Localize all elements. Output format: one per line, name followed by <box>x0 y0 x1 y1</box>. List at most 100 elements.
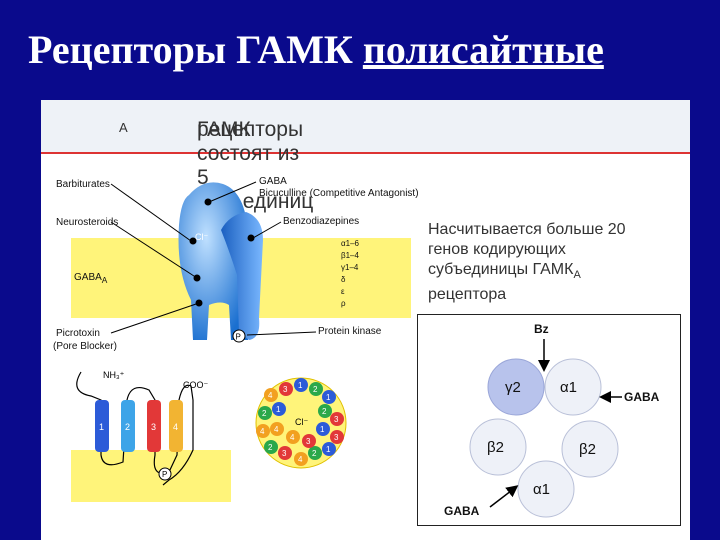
ring-helix-number-15: 4 <box>298 455 303 464</box>
slide-title: Рецепторы ГАМК полисайтные <box>28 26 604 73</box>
ring-helix-18 <box>286 430 300 444</box>
ring-helix-number-3: 2 <box>313 385 318 394</box>
ring-helix-3 <box>309 382 323 396</box>
ring-helix-16 <box>308 446 322 460</box>
subunit-family-4: ε <box>341 287 345 296</box>
ring-helix-number-9: 4 <box>260 427 265 436</box>
barbiturate-site-dot <box>189 237 197 245</box>
ring-helix-number-10: 4 <box>274 425 279 434</box>
subunit-family-5: ρ <box>341 299 346 308</box>
pore-blocker-label: (Pore Blocker) <box>53 341 117 352</box>
tm3-number: 3 <box>151 422 156 432</box>
ring-helix-number-11: 1 <box>320 425 325 434</box>
tm3-helix <box>147 400 161 452</box>
tm-p-label: P <box>162 470 167 479</box>
subunit-family-0: α1–6 <box>341 239 360 248</box>
gene-count-note: Насчитывается больше 20 генов кодирующих… <box>428 220 668 305</box>
gamma2-label: γ2 <box>505 379 521 396</box>
ring-helix-number-17: 1 <box>326 445 331 454</box>
ring-helix-number-7: 2 <box>322 407 327 416</box>
benzo-site-dot <box>247 234 255 242</box>
subunit-family-3: δ <box>341 275 346 284</box>
pentamer-box: γ2 α1 β2 β2 α1 Bz GABA GABA <box>417 314 681 526</box>
gaba-top-label: GABA <box>259 176 287 187</box>
ring-helix-4 <box>322 390 336 404</box>
ring-helix-number-14: 3 <box>282 449 287 458</box>
ring-helix-19 <box>302 434 316 448</box>
header-main: ГАМК <box>197 118 251 141</box>
ring-cl-label: Cl⁻ <box>295 417 308 427</box>
note-line-3-sub: A <box>573 269 581 282</box>
title-main: Рецепторы ГАМК <box>28 27 363 72</box>
ring-helix-8 <box>330 412 344 426</box>
ring-helix-number-6: 1 <box>276 405 281 414</box>
ring-helix-number-13: 2 <box>268 443 273 452</box>
gaba-left-label: GABA <box>444 504 480 518</box>
barbiturates-label: Barbiturates <box>56 179 110 190</box>
ring-helix-17 <box>322 442 336 456</box>
tm2-helix <box>121 400 135 452</box>
alpha1-upper-subunit <box>544 358 602 416</box>
gaba-left-arrow <box>489 485 519 508</box>
alpha1-upper-label: α1 <box>560 379 577 396</box>
tm1-number: 1 <box>99 422 104 432</box>
tm1-helix <box>95 400 109 452</box>
protein-kinase-label: Protein kinase <box>318 326 382 337</box>
gaba-right-label: GABA <box>624 390 660 404</box>
gamma2-subunit <box>487 358 545 416</box>
bz-label: Bz <box>534 322 549 336</box>
beta2-right-subunit <box>561 420 619 478</box>
membrane-lower <box>71 450 231 502</box>
ring-helix-7 <box>318 404 332 418</box>
gaba-site-dot <box>204 198 212 206</box>
beta2-left-subunit <box>469 418 527 476</box>
ring-helix-number-12: 3 <box>334 433 339 442</box>
ring-helix-13 <box>264 440 278 454</box>
gaba-a-label: GABAA <box>74 272 107 285</box>
gaba-a-main: GABA <box>74 272 102 283</box>
tm2-number: 2 <box>125 422 130 432</box>
note-line-4: рецептора <box>428 286 507 304</box>
ring-helix-12 <box>330 430 344 444</box>
ring-helix-11 <box>316 422 330 436</box>
ring-helix-14 <box>278 446 292 460</box>
tm-topology: 1 2 3 4 P NH₃⁺ COO⁻ <box>76 370 209 486</box>
ring-helix-number-8: 3 <box>334 415 339 424</box>
receptor-subunit-right <box>221 212 263 340</box>
tm4-number: 4 <box>173 422 178 432</box>
bicuculline-label: Bicuculline (Competitive Antagonist) <box>259 188 419 199</box>
note-line-3: субъединицы ГАМКA <box>428 260 668 285</box>
cl-label: Cl⁻ <box>195 232 208 242</box>
ring-helix-number-5: 2 <box>262 409 267 418</box>
gaba-a-sub: A <box>101 275 108 285</box>
note-line-1: Насчитывается больше 20 <box>428 221 626 238</box>
ring-helix-6 <box>272 402 286 416</box>
ring-helix-5 <box>258 406 272 420</box>
phospho-p-label: P <box>236 333 241 342</box>
neurosteroids-label: Neurosteroids <box>56 217 119 228</box>
benzodiazepines-label: Benzodiazepines <box>283 216 360 227</box>
header-sub: A <box>119 120 128 136</box>
subunit-family-1: β1–4 <box>341 251 360 260</box>
tm4-helix <box>169 400 183 452</box>
title-underlined: полисайтные <box>362 27 604 72</box>
nh3-label: NH₃⁺ <box>103 370 125 380</box>
ring-helix-number-19: 3 <box>306 437 311 446</box>
coo-label: COO⁻ <box>183 380 209 390</box>
pentamer-diagram: γ2 α1 β2 β2 α1 Bz GABA GABA <box>444 322 660 518</box>
beta2-left-label: β2 <box>487 439 504 456</box>
ring-helix-number-0: 4 <box>268 391 273 400</box>
ring-helix-2 <box>294 378 308 392</box>
note-line-2: генов кодирующих <box>428 241 566 258</box>
picrotoxin-label: Picrotoxin <box>56 328 100 339</box>
phospho-site-circle <box>232 329 246 343</box>
alpha1-lower-label: α1 <box>533 481 550 498</box>
ring-helix-number-18: 4 <box>290 433 295 442</box>
ring-helix-0 <box>264 388 278 402</box>
ring-helix-number-2: 1 <box>298 381 303 390</box>
ring-helix-9 <box>256 424 270 438</box>
